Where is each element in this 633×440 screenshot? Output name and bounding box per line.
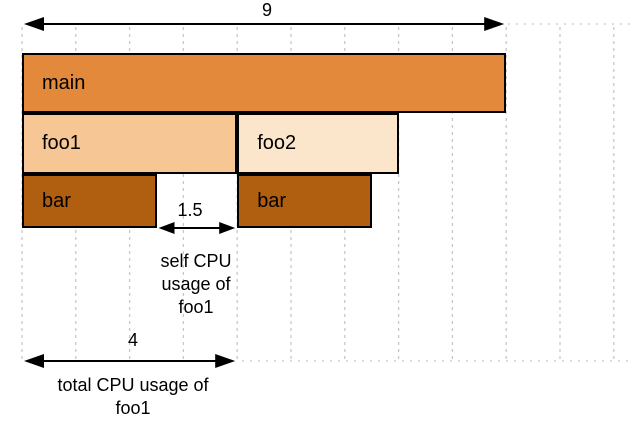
measure-arrowhead-left xyxy=(158,222,175,234)
measure-arrowhead-right xyxy=(484,17,505,31)
measure-label-total-program-width: 9 xyxy=(261,0,273,20)
note-self-cpu-usage: self CPU usage of foo1 xyxy=(160,250,231,319)
frame-main-label: main xyxy=(42,71,86,94)
note-line: usage of xyxy=(161,274,231,294)
note-total-cpu-usage: total CPU usage of foo1 xyxy=(57,374,208,420)
frame-foo1-label: foo1 xyxy=(42,132,81,154)
measure-arrowhead-right xyxy=(219,222,236,234)
frame-foo2-label: foo2 xyxy=(257,132,297,154)
note-line: total CPU usage of xyxy=(57,375,209,395)
note-line: self CPU xyxy=(160,251,232,271)
frame-bar-under-foo1-label: bar xyxy=(42,189,71,212)
frame-bar-under-foo2-label: bar xyxy=(257,189,287,212)
measure-label-self-cpu-foo1: 1.5 xyxy=(177,200,203,220)
frame-foo2: foo2 xyxy=(237,113,399,174)
measure-arrowhead-right xyxy=(215,354,236,368)
frame-foo1: foo1 xyxy=(22,113,238,174)
note-line: foo1 xyxy=(178,297,214,317)
frame-bar-under-foo1: bar xyxy=(22,174,157,228)
measure-arrowhead-left xyxy=(24,17,44,31)
note-line: foo1 xyxy=(115,398,151,418)
measure-arrowhead-left xyxy=(24,354,44,368)
frame-main: main xyxy=(22,53,507,113)
frame-bar-under-foo2: bar xyxy=(237,174,372,228)
measure-label-total-cpu-foo1: 4 xyxy=(127,330,139,350)
